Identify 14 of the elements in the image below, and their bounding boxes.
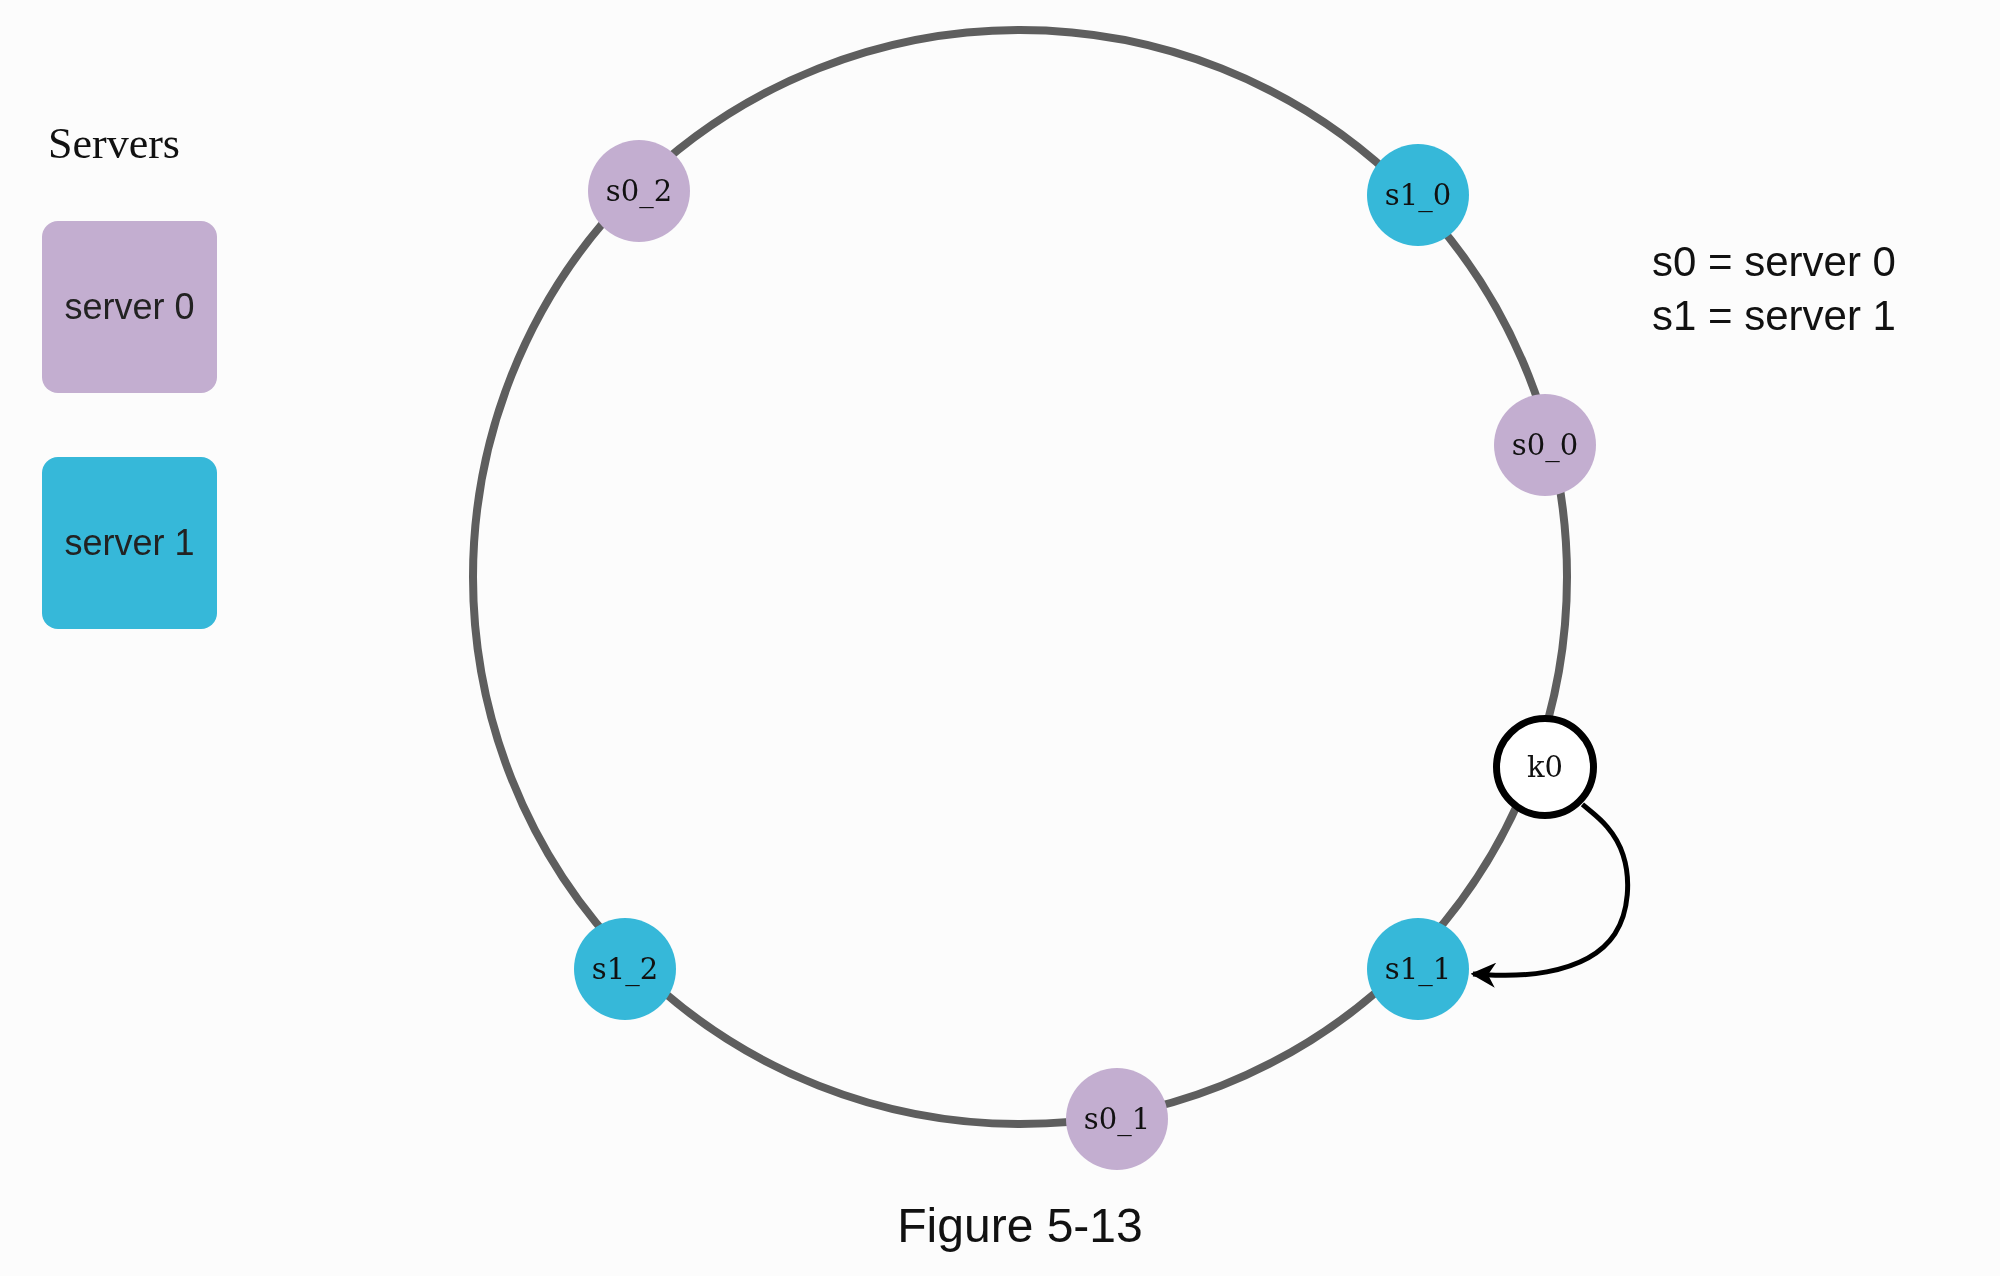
note: s0 = server 0 xyxy=(1652,238,1896,286)
legend-title: Servers xyxy=(48,118,180,169)
key-node: k0 xyxy=(1493,715,1597,819)
legend-swatch: server 0 xyxy=(42,221,217,393)
legend-swatch: server 1 xyxy=(42,457,217,629)
note: s1 = server 1 xyxy=(1652,292,1896,340)
figure-caption: Figure 5-13 xyxy=(896,1198,1144,1253)
server-node: s0_2 xyxy=(588,140,690,242)
server-node: s1_1 xyxy=(1367,918,1469,1020)
server-node: s1_2 xyxy=(574,918,676,1020)
server-node: s0_0 xyxy=(1494,394,1596,496)
server-node: s1_0 xyxy=(1367,144,1469,246)
server-node: s0_1 xyxy=(1066,1068,1168,1170)
arrow xyxy=(1470,802,1631,988)
